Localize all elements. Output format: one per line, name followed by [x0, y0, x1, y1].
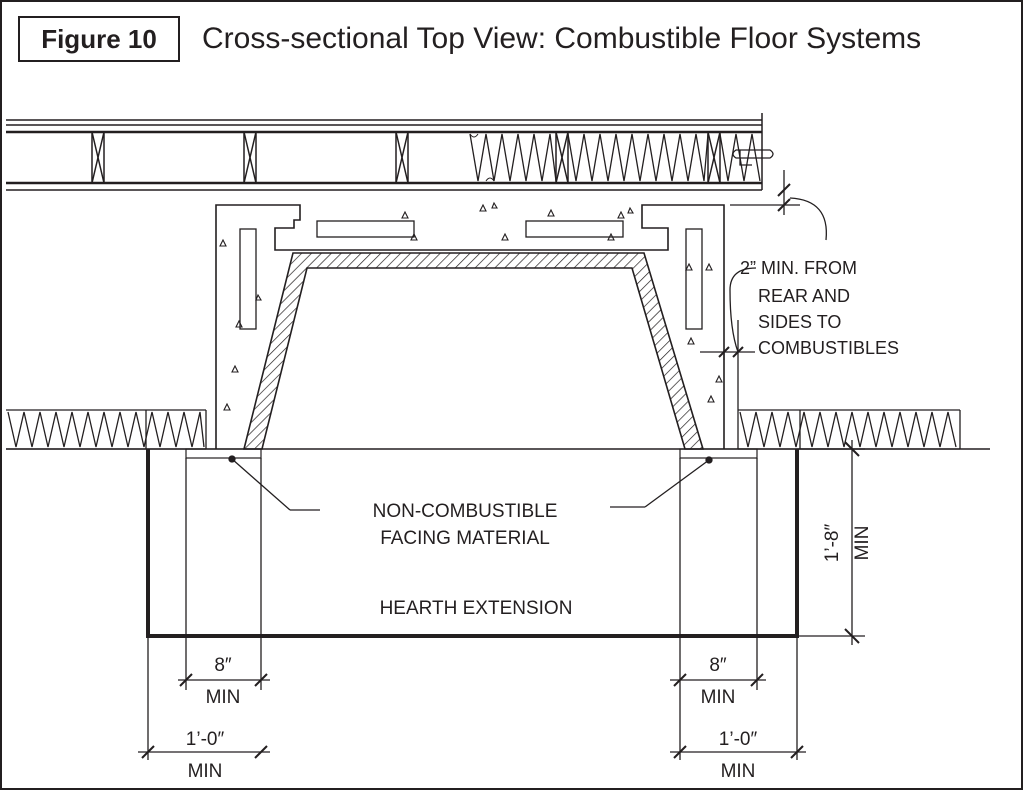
stud-3 — [395, 131, 409, 184]
clearance-note-line-1: 2” MIN. FROM — [740, 258, 857, 278]
stud-1 — [91, 131, 105, 184]
clearance-note-line-3: SIDES TO — [758, 312, 841, 332]
right-inner-dim-unit: MIN — [701, 687, 736, 708]
clearance-note-line-4: COMBUSTIBLES — [758, 338, 899, 358]
right-width-dimensions — [670, 458, 806, 760]
facing-label: NON-COMBUSTIBLE FACING MATERIAL — [373, 501, 558, 549]
figure-label: Figure 10 — [18, 16, 180, 62]
right-outer-dim-unit: MIN — [721, 761, 756, 782]
left-inner-dim-value: 8″ — [214, 655, 232, 676]
stud-4 — [555, 131, 569, 184]
stud-5 — [707, 131, 721, 184]
anchor-slot-right — [685, 228, 703, 330]
depth-dimension — [797, 440, 865, 645]
aggregate-marks — [219, 201, 723, 411]
firebox-liner — [242, 252, 705, 450]
left-wall-insulation — [6, 409, 207, 450]
figure-title: Cross-sectional Top View: Combustible Fl… — [202, 22, 922, 55]
fireplace-body — [215, 204, 725, 449]
depth-unit: MIN — [852, 526, 873, 561]
facing-leaders — [228, 455, 713, 511]
facing-label-line-1: NON-COMBUSTIBLE — [373, 501, 558, 522]
anchor-slot-top-left — [316, 220, 415, 238]
clearance-note-line-2: REAR AND — [758, 286, 850, 306]
corner-trim — [732, 149, 774, 166]
left-width-dimensions — [138, 458, 270, 760]
side-clearance-dimension — [700, 267, 757, 410]
facing-strip-left — [185, 448, 262, 459]
left-outer-dim-value: 1’-0″ — [186, 729, 225, 750]
depth-dimension-text: 1’-8″ MIN — [822, 524, 873, 563]
stud-2 — [243, 131, 257, 184]
hearth-extension-outline — [146, 449, 799, 638]
rear-insulation — [469, 133, 761, 182]
facing-strip-right — [679, 448, 758, 459]
rear-wall — [6, 113, 774, 191]
right-outer-dim-value: 1’-0″ — [719, 729, 758, 750]
anchor-slot-left — [239, 228, 257, 330]
right-wall-insulation — [737, 409, 961, 450]
left-outer-dim-unit: MIN — [188, 761, 223, 782]
right-inner-dim-value: 8″ — [709, 655, 727, 676]
anchor-slot-top-right — [525, 220, 624, 238]
rear-clearance-dimension — [730, 170, 827, 241]
depth-value: 1’-8″ — [822, 524, 843, 563]
clearance-note: 2” MIN. FROM REAR AND SIDES TO COMBUSTIB… — [740, 258, 899, 358]
left-inner-dim-unit: MIN — [206, 687, 241, 708]
hearth-extension-label: HEARTH EXTENSION — [380, 598, 573, 619]
facing-label-line-2: FACING MATERIAL — [380, 528, 550, 549]
